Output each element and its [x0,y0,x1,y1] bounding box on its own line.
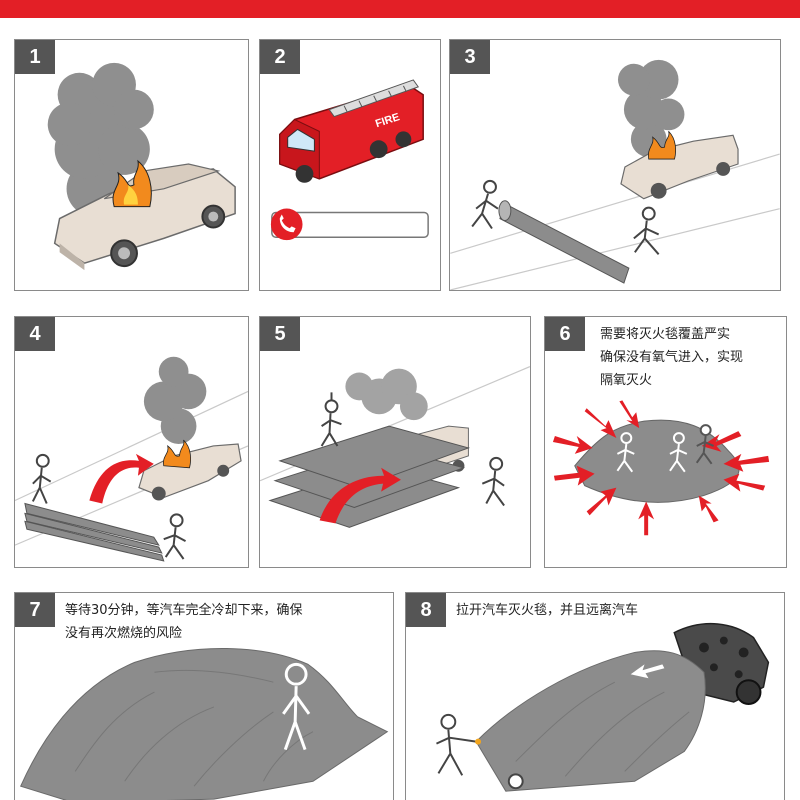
fire-blanket [499,202,630,284]
flame-icon [648,130,677,160]
top-red-bar [0,0,800,18]
car-shape [620,134,739,200]
caption-line: 拉开汽车灭火毯，并且远离汽车 [456,603,639,618]
smoke-cloud [617,59,685,158]
person-figure [695,424,715,465]
direction-arrow [89,453,154,504]
person-figure [669,432,688,473]
step-8-number: 8 [406,593,446,627]
remove-blanket-illustration [436,622,770,792]
step-6-number: 6 [545,317,585,351]
direction-arrow [319,467,401,524]
step-4-panel: 4 [14,316,249,568]
flame-icon [163,439,191,469]
step-8-panel: 8 拉开汽车灭火毯，并且远离汽车 [405,592,785,800]
person-figure [282,662,311,751]
phone-icon [270,208,303,241]
fire-truck-icon: FIRE [279,79,424,183]
smoke-cloud [47,62,154,217]
blanket-folds [74,669,314,787]
blanket-pull-handle [475,738,482,745]
step-5-panel: 5 [259,316,531,568]
fire-blanket [574,419,740,503]
caption-line: 需要将灭火毯覆盖严实 [600,327,731,342]
fire-truck-call-illustration: FIRE [270,79,429,241]
step-5-number: 5 [260,317,300,351]
step-3-number: 3 [450,40,490,74]
caption-line: 没有再次燃烧的风险 [65,626,183,641]
person-figure [507,773,524,790]
car-shape [138,443,242,501]
person-figure [481,456,505,507]
unroll-blanket-illustration [450,59,780,290]
blanket-folds [515,681,690,777]
cover-car-illustration [260,366,530,528]
step-7-panel: 7 等待30分钟，等汽车完全冷却下来，确保 没有再次燃烧的风险 [14,592,394,800]
lift-blanket-illustration [15,356,248,562]
fire-blanket [268,425,471,528]
person-figure [436,713,477,776]
step-8-caption: 拉开汽车灭火毯，并且远离汽车 [456,599,776,622]
sealed-blanket-illustration [552,400,770,536]
step-2-number: 2 [260,40,300,74]
fire-blanket [475,650,706,792]
step-7-caption: 等待30分钟，等汽车完全冷却下来，确保 没有再次燃烧的风险 [65,599,385,645]
step-7-number: 7 [15,593,55,627]
caption-line: 隔氧灭火 [600,373,653,388]
flame-icon [112,159,152,208]
person-figure [633,206,660,255]
caption-line: 等待30分钟，等汽车完全冷却下来，确保 [65,603,303,618]
step-3-panel: 3 [449,39,781,291]
step-6-panel: 6 需要将灭火毯覆盖严实 确保没有氧气进入，实现 隔氧灭火 [544,316,787,568]
step-6-caption: 需要将灭火毯覆盖严实 确保没有氧气进入，实现 隔氧灭火 [600,323,784,392]
fire-blanket [24,502,165,562]
person-figure [471,179,499,230]
step-1-panel: 1 [14,39,249,291]
person-figure [163,513,187,560]
caption-line: 确保没有氧气进入，实现 [600,350,744,365]
step-4-number: 4 [15,317,55,351]
person-figure [31,453,52,504]
direction-arrow [630,664,665,679]
step-2-panel: 2 FIRE [259,39,441,291]
red-arrows [552,400,770,536]
smoke-cloud [143,356,207,444]
step-1-number: 1 [15,40,55,74]
person-figure [320,392,342,447]
burning-car-illustration [47,62,236,271]
smoke-cloud [345,368,428,421]
wait-cooldown-illustration [20,647,389,800]
person-figure [616,432,635,473]
